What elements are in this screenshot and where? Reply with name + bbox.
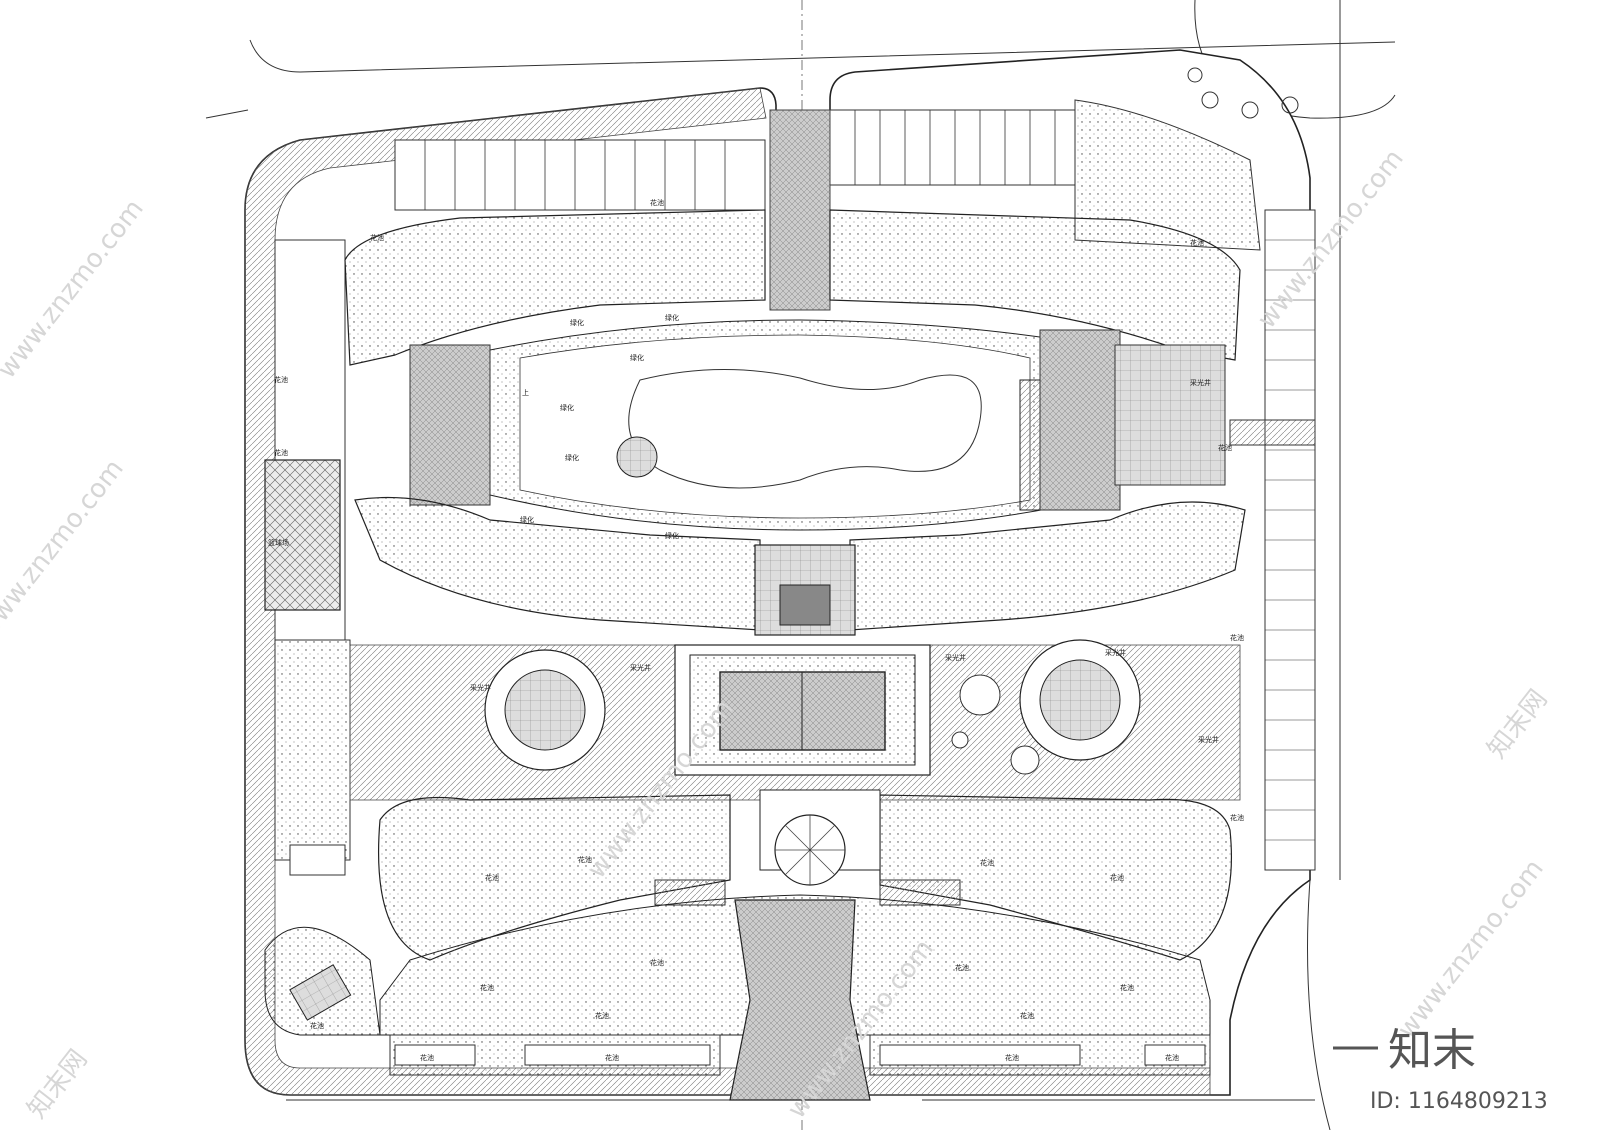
northeast-building — [1074, 67, 1299, 251]
logo-text: 知末 — [1388, 1025, 1476, 1076]
east-parking-strip — [1229, 209, 1316, 871]
label-planter-18: 花池 — [605, 1053, 619, 1062]
label-planter-5: 花池 — [274, 448, 288, 457]
label-greening-4: 绿化 — [560, 403, 574, 412]
garden-water-feature — [1019, 379, 1043, 511]
label-planter-1: 花池 — [650, 198, 664, 207]
label-greening-1: 绿化 — [570, 318, 584, 327]
watermark-site-4: www.znzmo.com — [1392, 854, 1550, 1044]
label-greening-2: 绿化 — [665, 313, 679, 322]
label-shelter-3: 采光井 — [945, 653, 966, 662]
label-shelter-6: 采光井 — [1198, 735, 1219, 744]
watermark-site-2: www.znzmo.com — [0, 454, 130, 644]
brand-logo: 知末 ID: 1164809213 — [1333, 1025, 1548, 1114]
west-strip — [264, 239, 351, 876]
watermark-brand-2: 知末网 — [22, 1044, 94, 1124]
label-planter-10: 花池 — [578, 855, 592, 864]
label-planter-17: 花池 — [420, 1053, 434, 1062]
label-planter-8: 花池 — [1230, 813, 1244, 822]
label-planter-14: 花池 — [955, 963, 969, 972]
parking-row-north-west — [394, 139, 766, 211]
label-greening-7: 绿化 — [665, 531, 679, 540]
label-planter-22: 花池 — [1020, 1011, 1034, 1020]
south-main-entrance — [729, 899, 871, 1101]
label-greening-5: 绿化 — [565, 453, 579, 462]
southwest-pavilion — [289, 964, 352, 1021]
north-building-arc-west — [344, 209, 766, 366]
plan-labels: 花池 花池 花池 绿化 绿化 绿化 绿化 绿化 绿化 绿化 上 篮球场 花池 花… — [268, 198, 1244, 1062]
label-planter-3: 花池 — [1190, 238, 1204, 247]
label-shelter-4: 采光井 — [1190, 378, 1211, 387]
label-planter-16: 花池 — [1120, 983, 1134, 992]
label-planter-12: 花池 — [1110, 873, 1124, 882]
middle-building-band-east — [849, 501, 1246, 631]
label-greening-6: 绿化 — [520, 515, 534, 524]
garden-lawn — [519, 334, 1031, 519]
central-entrance-core — [779, 584, 831, 626]
label-planter-19: 花池 — [1005, 1053, 1019, 1062]
west-court-block — [409, 344, 491, 506]
label-planter-15: 花池 — [480, 983, 494, 992]
watermark-brand-1: 知末网 — [1482, 684, 1554, 764]
watermark-site-1: www.znzmo.com — [0, 194, 150, 384]
north-entry-paving — [769, 109, 831, 311]
label-planter-20: 花池 — [1165, 1053, 1179, 1062]
label-planter-9: 花池 — [485, 873, 499, 882]
label-shelter-1: 采光井 — [630, 663, 651, 672]
label-planter-6: 花池 — [1218, 443, 1232, 452]
label-planter-4: 花池 — [274, 375, 288, 384]
label-greening-3: 绿化 — [630, 353, 644, 362]
south-planters — [389, 1034, 1211, 1076]
label-shelter-2: 采光井 — [1105, 648, 1126, 657]
garden-path — [628, 368, 982, 489]
label-sports: 篮球场 — [268, 538, 289, 547]
garden-pavilion — [616, 436, 658, 478]
label-up: 上 — [522, 388, 529, 397]
east-court-block — [1039, 329, 1121, 511]
east-plaza-block — [1114, 344, 1226, 486]
central-sunken-court — [674, 644, 931, 776]
label-planter-21: 花池 — [595, 1011, 609, 1020]
label-planter-11: 花池 — [980, 858, 994, 867]
label-planter-23: 花池 — [310, 1021, 324, 1030]
south-clubhouse — [654, 789, 961, 906]
middle-building-band-west — [354, 496, 761, 631]
logo-id: ID: 1164809213 — [1370, 1089, 1548, 1114]
label-planter-13: 花池 — [650, 958, 664, 967]
south-building-arc-west — [377, 794, 731, 961]
label-shelter-5: 采光井 — [470, 683, 491, 692]
parking-row-north-east — [829, 109, 1076, 186]
label-planter-2: 花池 — [370, 233, 384, 242]
label-planter-7: 花池 — [1230, 633, 1244, 642]
